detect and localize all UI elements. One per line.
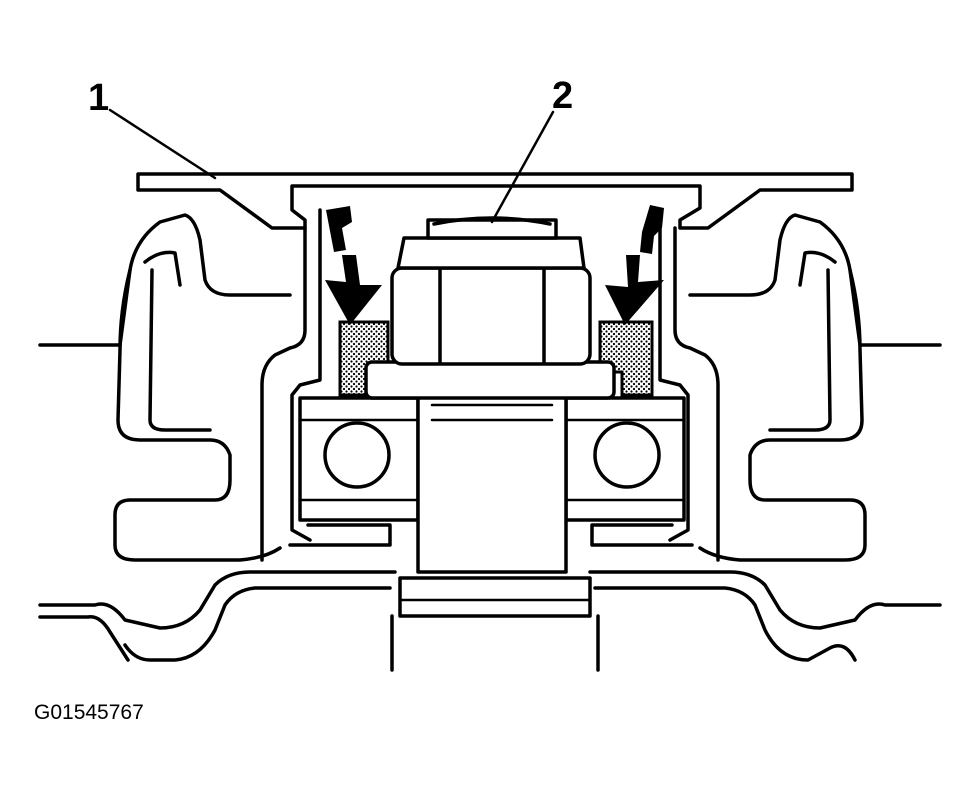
left-housing (38, 213, 397, 662)
bearing-seats (288, 523, 694, 547)
right-arrow-icon (605, 205, 664, 325)
leader-line-2 (490, 110, 555, 224)
top-mount-plate (136, 172, 854, 562)
washer (364, 360, 616, 400)
figure-id: G01545767 (34, 701, 144, 724)
right-housing (588, 213, 942, 662)
leader-line-1 (108, 108, 217, 180)
strut-nut (390, 216, 592, 366)
callout-1: 1 (88, 77, 109, 119)
right-bearing (564, 396, 686, 522)
callout-2: 2 (552, 75, 573, 117)
left-bearing (298, 396, 420, 522)
left-arrow-icon (325, 206, 382, 325)
strut-shaft (390, 388, 600, 672)
